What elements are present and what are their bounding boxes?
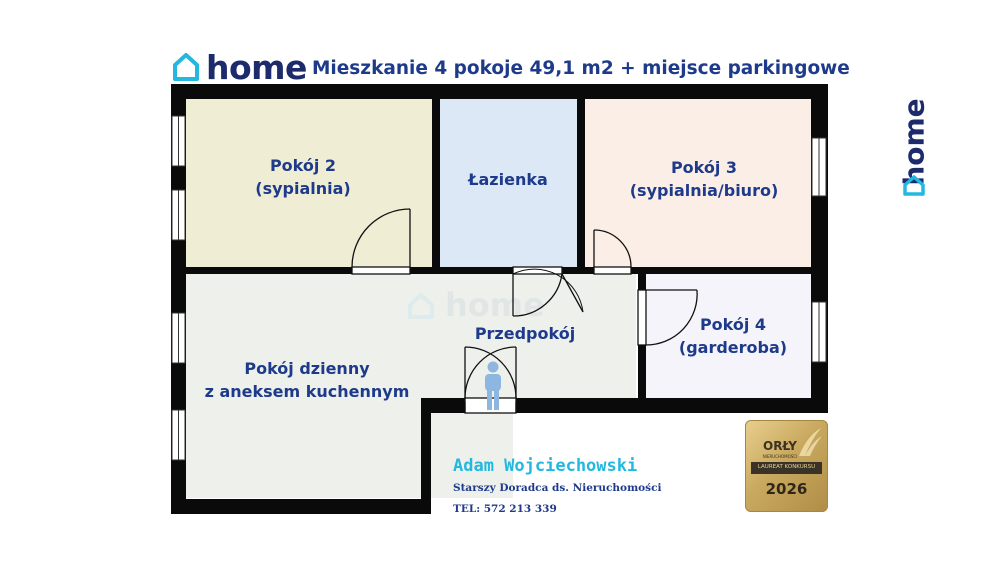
- agent-role: Starszy Doradca ds. Nieruchomości: [453, 482, 662, 494]
- room-pokoj3-type: (sypialnia/biuro): [629, 181, 779, 200]
- room-pokoj3-fill: [585, 99, 811, 267]
- room-przedpokoj-name: Przedpokój: [474, 324, 576, 343]
- agent-name: Adam Wojciechowski: [453, 456, 638, 476]
- room-pokoj4-fill: [646, 274, 811, 398]
- room-lazienka-fill: [440, 99, 577, 267]
- header-logo-text: home: [206, 48, 307, 87]
- side-home-icon: [903, 175, 925, 196]
- badge-subtitle: NIERUCHOMOŚCI: [762, 454, 798, 459]
- walls: [171, 84, 828, 514]
- room-label-dzienny: Pokój dzienny z aneksem kuchennym: [196, 357, 418, 403]
- room-dzienny-name: Pokój dzienny: [244, 359, 370, 378]
- room-pokoj2-type: (sypialnia): [255, 179, 351, 198]
- agent-contact: Adam Wojciechowski Starszy Doradca ds. N…: [453, 456, 661, 515]
- badge-year: 2026: [765, 480, 808, 498]
- windows: [171, 115, 827, 461]
- room-pokoj2-fill: [186, 99, 432, 267]
- room-label-lazienka: Łazienka: [448, 168, 568, 191]
- home-logo-icon: [173, 53, 199, 81]
- watermark-text: home: [445, 286, 545, 324]
- badge-bar: [751, 462, 822, 474]
- room-pokoj4-name: Pokój 4: [699, 315, 767, 334]
- agent-phone: TEL: 572 213 339: [453, 503, 557, 515]
- page-title: Mieszkanie 4 pokoje 49,1 m2 + miejsce pa…: [312, 58, 850, 79]
- doors: [351, 208, 698, 414]
- room-pokoj3-name: Pokój 3: [670, 158, 738, 177]
- room-label-pokoj3: Pokój 3 (sypialnia/biuro): [604, 156, 804, 202]
- entrance-person-icon: [485, 361, 501, 410]
- room-label-pokoj2: Pokój 2 (sypialnia): [213, 154, 393, 200]
- header: home Mieszkanie 4 pokoje 49,1 m2 + miejs…: [170, 48, 850, 88]
- room-lazienka-name: Łazienka: [468, 170, 548, 189]
- room-label-pokoj4: Pokój 4 (garderoba): [668, 313, 798, 359]
- badge-laureat: LAUREAT KONKURSU: [757, 464, 816, 470]
- room-pokoj2-name: Pokój 2: [269, 156, 337, 175]
- room-pokoj4-type: (garderoba): [678, 338, 788, 357]
- badge-title: ORŁY: [763, 439, 797, 453]
- side-logo: home: [896, 86, 932, 198]
- wings-icon: [799, 428, 822, 456]
- room-label-przedpokoj: Przedpokój: [460, 322, 590, 345]
- room-dzienny-type: z aneksem kuchennym: [204, 382, 410, 401]
- room-przedpokoj-fill: [430, 274, 636, 398]
- watermark: home: [408, 286, 545, 324]
- award-badge: ORŁY NIERUCHOMOŚCI LAUREAT KONKURSU 2026: [745, 420, 828, 512]
